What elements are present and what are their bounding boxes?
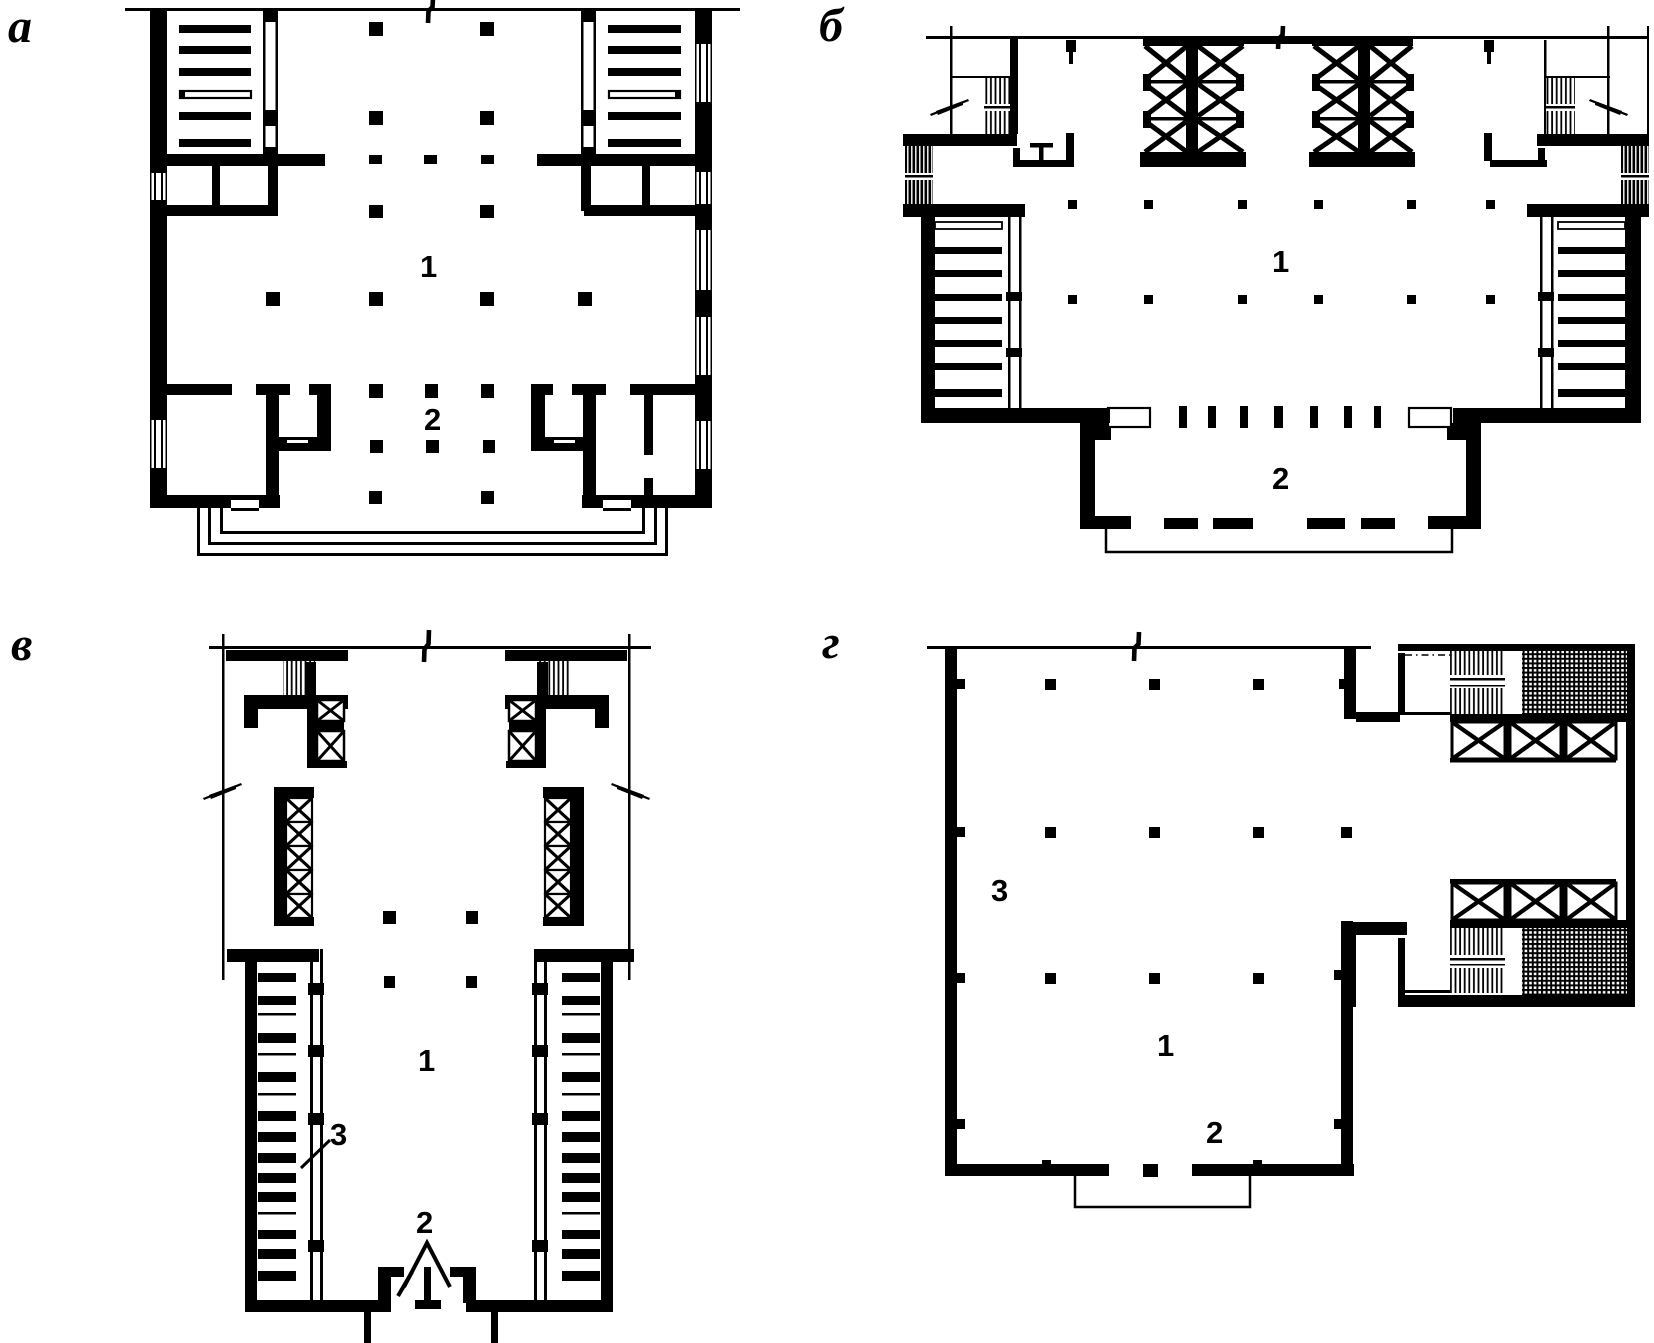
svg-text:2: 2 <box>1272 461 1289 496</box>
svg-text:2: 2 <box>416 1205 433 1240</box>
svg-text:2: 2 <box>424 402 441 437</box>
svg-text:б: б <box>819 0 845 52</box>
svg-text:2: 2 <box>1206 1115 1223 1150</box>
svg-text:1: 1 <box>1272 244 1289 279</box>
svg-text:3: 3 <box>991 873 1008 908</box>
svg-text:а: а <box>8 0 32 53</box>
svg-text:в: в <box>11 618 32 671</box>
svg-text:1: 1 <box>1157 1028 1174 1063</box>
svg-text:3: 3 <box>330 1117 347 1152</box>
svg-text:1: 1 <box>418 1043 435 1078</box>
svg-text:г: г <box>822 616 840 669</box>
svg-text:1: 1 <box>420 249 437 284</box>
